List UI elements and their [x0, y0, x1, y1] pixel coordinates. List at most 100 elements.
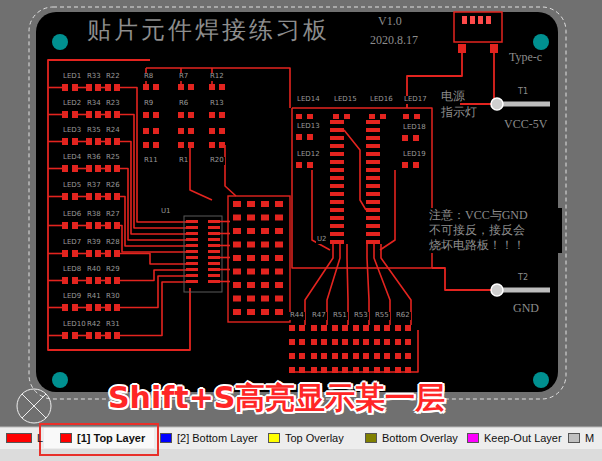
component-designator: R29 — [105, 266, 121, 274]
smd-pad — [330, 208, 344, 212]
component-designator: LED17 — [403, 96, 428, 104]
smd-pad — [261, 282, 269, 288]
smd-pad — [330, 232, 344, 236]
smd-pad — [143, 84, 149, 90]
smd-pad — [72, 165, 78, 172]
smd-pad — [105, 84, 111, 91]
smd-pad — [72, 250, 78, 257]
smd-pad — [405, 353, 411, 359]
smd-pad — [321, 353, 327, 359]
smd-pad — [458, 44, 466, 53]
smd-pad — [233, 296, 241, 302]
silkscreen-text: T1 — [517, 88, 529, 97]
smd-pad — [178, 84, 184, 90]
copper-trace — [78, 253, 86, 255]
smd-pad — [395, 325, 401, 331]
copper-trace — [120, 282, 186, 336]
smd-pad — [95, 165, 101, 172]
smd-pad — [209, 142, 215, 148]
component-designator: R7 — [178, 73, 189, 81]
smd-pad — [86, 193, 92, 200]
smd-pad — [330, 168, 344, 172]
copper-trace — [48, 280, 62, 282]
smd-pad — [186, 232, 198, 235]
smd-pad — [233, 269, 241, 275]
silkscreen-text: 2020.8.17 — [369, 34, 419, 47]
smd-pad — [470, 16, 475, 24]
smd-pad — [72, 332, 78, 339]
smd-pad — [330, 136, 344, 140]
component-designator: U2 — [316, 236, 328, 244]
smd-pad — [369, 114, 375, 119]
smd-pad — [289, 353, 295, 359]
smd-pad — [462, 16, 467, 24]
smd-pad — [299, 325, 305, 331]
smd-pad — [366, 136, 380, 140]
copper-trace — [101, 168, 105, 170]
smd-pad — [233, 282, 241, 288]
copper-trace — [225, 145, 236, 196]
smd-pad — [261, 201, 269, 207]
smd-pad — [95, 111, 101, 118]
smd-pad — [114, 193, 120, 200]
smd-pad — [261, 269, 269, 275]
component-designator: R34 — [86, 100, 102, 108]
component-designator: R1 — [178, 157, 189, 165]
wire-terminal-bar — [497, 102, 550, 107]
smd-pad — [247, 269, 255, 275]
smd-pad — [275, 255, 283, 261]
component-designator: R30 — [105, 293, 121, 301]
layer-tab-label: [1] Top Layer — [77, 432, 145, 444]
tab-bar-border — [0, 427, 602, 428]
smd-pad — [261, 228, 269, 234]
smd-pad — [86, 304, 92, 311]
copper-trace — [101, 307, 105, 309]
component-designator: R47 — [311, 312, 327, 320]
smd-pad — [72, 193, 78, 200]
copper-trace — [48, 335, 62, 337]
component-designator: LED3 — [62, 127, 82, 135]
component-designator: R33 — [86, 73, 102, 81]
smd-pad — [374, 339, 380, 345]
smd-pad — [307, 162, 313, 168]
smd-pad — [153, 112, 159, 118]
component-designator: LED13 — [296, 123, 321, 131]
smd-pad — [62, 138, 68, 145]
smd-pad — [114, 138, 120, 145]
copper-trace — [120, 88, 186, 223]
component-designator: R53 — [353, 312, 369, 320]
smd-pad — [114, 332, 120, 339]
usb-c-footprint — [454, 12, 502, 42]
layer-tab: Keep-Out Layer — [467, 431, 562, 445]
component-designator: R13 — [209, 100, 225, 108]
smd-pad — [62, 250, 68, 257]
smd-pad — [330, 128, 344, 132]
smd-pad — [208, 220, 220, 223]
smd-pad — [95, 222, 101, 229]
board-outline-dashed — [29, 7, 566, 399]
smd-pad — [275, 242, 283, 248]
component-designator: R24 — [105, 127, 121, 135]
smd-pad — [105, 193, 111, 200]
component-designator: R62 — [395, 312, 411, 320]
component-designator: R9 — [143, 100, 154, 108]
component-designator: R12 — [209, 73, 225, 81]
component-designator: LED19 — [402, 151, 427, 159]
smd-pad — [332, 353, 338, 359]
smd-pad — [289, 325, 295, 331]
smd-pad — [208, 256, 220, 259]
smd-pad — [490, 44, 498, 53]
copper-trace — [48, 196, 62, 198]
smd-pad — [105, 277, 111, 284]
copper-trace — [101, 335, 105, 337]
smd-pad — [143, 112, 149, 118]
smd-pad — [296, 162, 302, 168]
layer-color-swatch — [365, 433, 377, 443]
copper-trace — [374, 244, 390, 325]
smd-pad — [62, 304, 68, 311]
smd-pad — [233, 255, 241, 261]
smd-pad — [402, 135, 408, 141]
smd-pad — [299, 339, 305, 345]
layer-color-swatch — [568, 433, 580, 443]
